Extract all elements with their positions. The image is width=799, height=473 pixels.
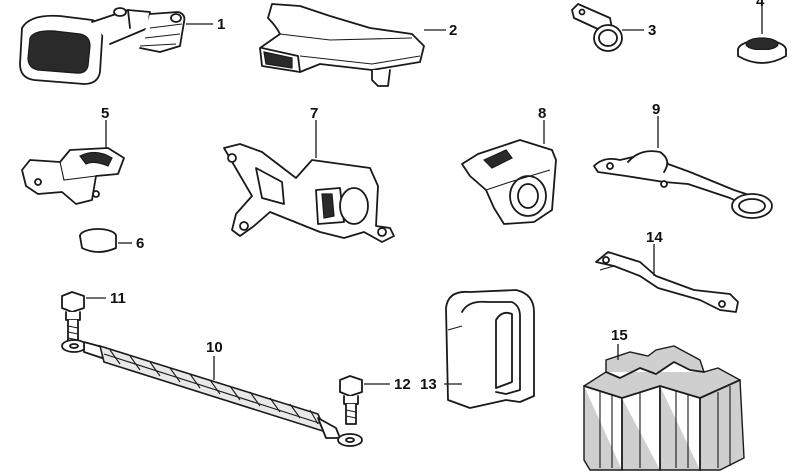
part-5-bracket — [21, 147, 125, 205]
part-12-bolt — [339, 375, 363, 425]
callout-4: 4 — [756, 0, 765, 10]
part-7-plate-holder — [223, 143, 395, 243]
part-14-strap-bracket — [595, 251, 739, 313]
part-9-cable-holder — [593, 150, 773, 219]
part-6-plug — [79, 228, 117, 253]
part-1-grommet-boot — [19, 7, 186, 85]
callout-6: 6 — [136, 235, 144, 252]
part-10-ground-strap — [61, 339, 363, 447]
callout-8: 8 — [538, 105, 546, 122]
callout-14: 14 — [646, 229, 663, 246]
callout-5: 5 — [101, 105, 109, 122]
part-8-socket-holder — [461, 139, 557, 225]
part-13-cover-cap — [445, 289, 535, 409]
part-15-insulation-block — [583, 345, 745, 471]
callout-7: 7 — [310, 105, 318, 122]
callout-11: 11 — [110, 290, 126, 307]
callout-1: 1 — [217, 16, 225, 33]
part-3-pipe-clamp — [571, 3, 623, 52]
part-4-grommet — [737, 37, 787, 64]
callout-3: 3 — [648, 22, 656, 39]
callout-10: 10 — [206, 339, 223, 356]
part-2-cover-duct — [259, 3, 425, 87]
callout-9: 9 — [652, 101, 660, 118]
callout-2: 2 — [449, 22, 457, 39]
part-11-bolt — [61, 291, 85, 345]
callout-15: 15 — [611, 327, 628, 344]
callout-13: 13 — [420, 376, 437, 393]
callout-12: 12 — [394, 376, 411, 393]
